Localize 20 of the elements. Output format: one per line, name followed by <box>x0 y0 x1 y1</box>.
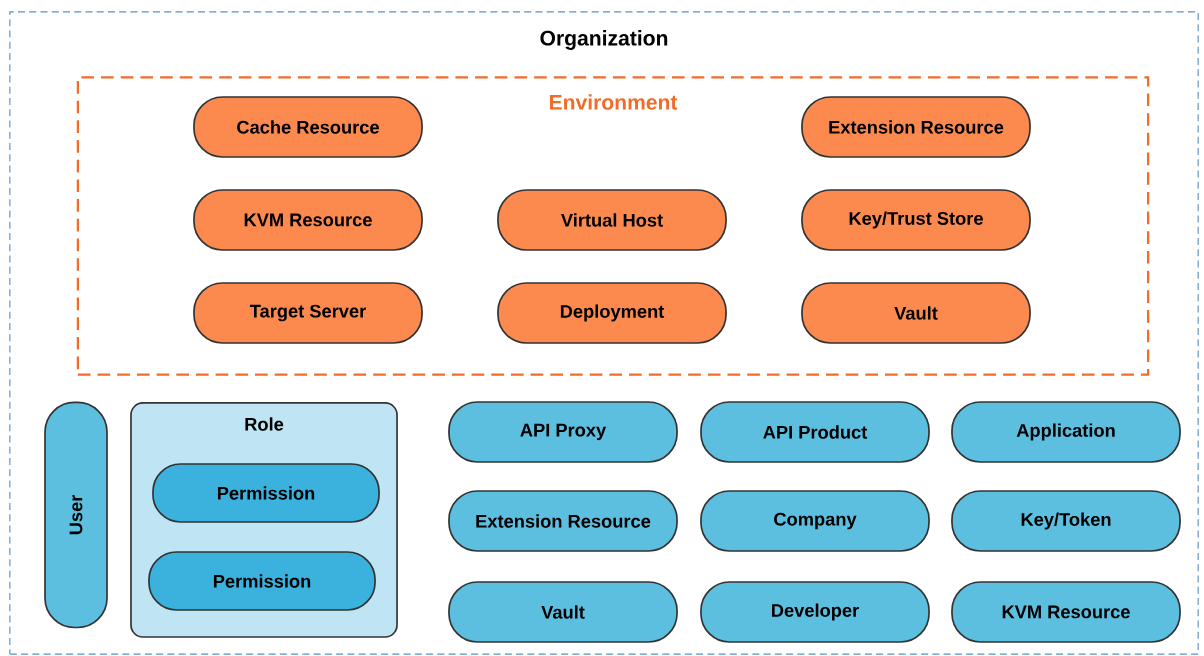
rounded-box: Virtual Host <box>497 189 727 251</box>
rounded-box: Company <box>700 490 930 552</box>
rounded-box: Key/Trust Store <box>801 189 1031 251</box>
rounded-box: Developer <box>700 581 930 643</box>
rounded-box: Extension Resource <box>448 490 678 552</box>
rounded-box: API Proxy <box>448 401 678 463</box>
rounded-box: Permission <box>152 463 380 523</box>
rounded-box: Vault <box>448 581 678 643</box>
rounded-box: API Product <box>700 401 930 463</box>
rounded-box: KVM Resource <box>193 189 423 251</box>
rounded-box: Permission <box>148 551 376 611</box>
rounded-box: User <box>44 401 108 629</box>
rounded-box: Vault <box>801 282 1031 344</box>
rounded-box: KVM Resource <box>951 581 1181 643</box>
rounded-box: Key/Token <box>951 490 1181 552</box>
rounded-box: Deployment <box>497 282 727 344</box>
rounded-box: Extension Resource <box>801 96 1031 158</box>
rounded-box: Cache Resource <box>193 96 423 158</box>
rounded-box: Target Server <box>193 282 423 344</box>
rounded-box: Application <box>951 401 1181 463</box>
